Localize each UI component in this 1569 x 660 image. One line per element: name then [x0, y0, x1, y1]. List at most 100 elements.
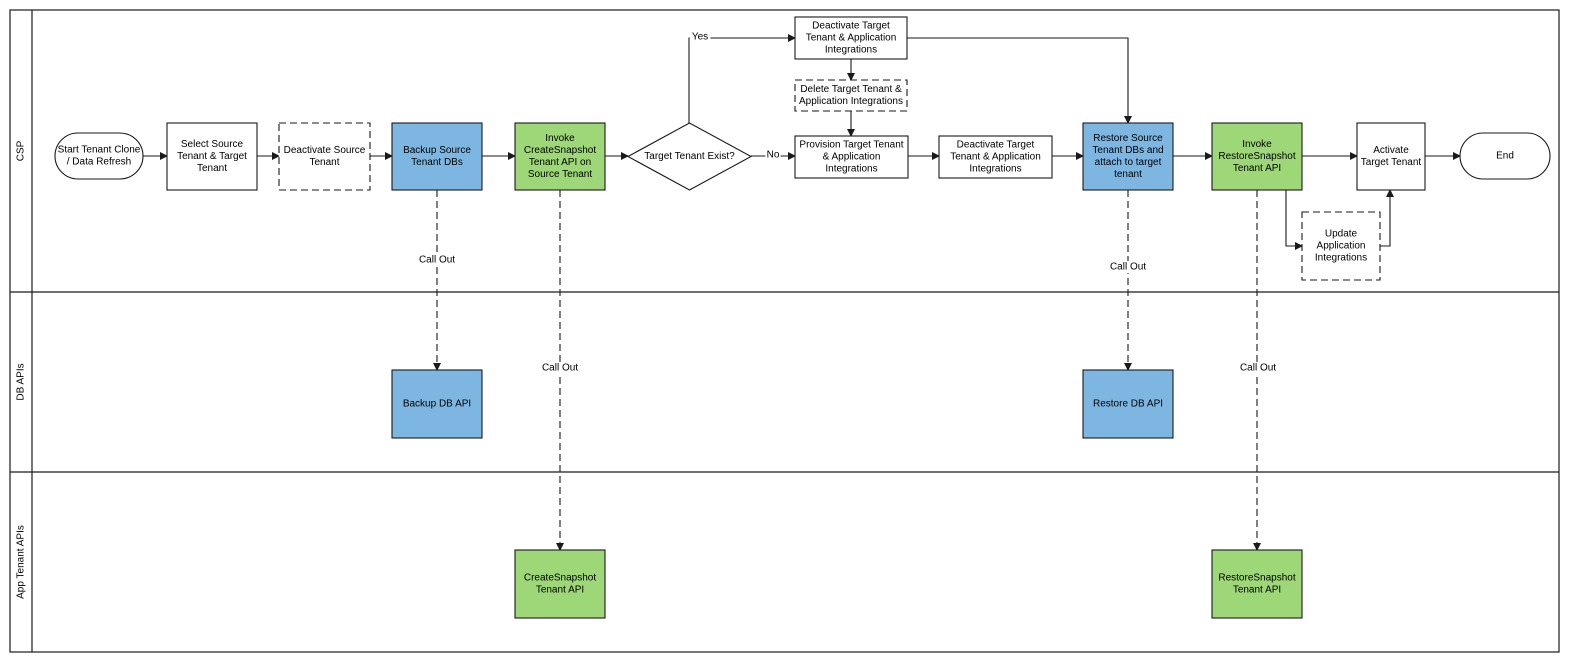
node-label-line: attach to target	[1095, 157, 1162, 168]
lane-label-db: DB APIs	[16, 363, 27, 400]
node-label-line: Integrations	[1315, 253, 1367, 264]
node-label-line: Restore Source	[1093, 133, 1163, 144]
decision-shape	[626, 122, 753, 191]
edge-label-call-out: Call Out	[1110, 262, 1146, 273]
edge-label-yes: Yes	[692, 32, 708, 43]
node-label-line: Tenant	[309, 157, 339, 168]
node-restore-db-api: Restore DB API	[1082, 369, 1174, 439]
node-label-line: Activate	[1373, 145, 1409, 156]
edge-label-bg	[1233, 362, 1283, 374]
process-shape	[938, 135, 1053, 179]
node-label-line: Backup Source	[403, 145, 471, 156]
node-label-line: Invoke	[1242, 139, 1272, 150]
node-label-line: / Data Refresh	[67, 157, 131, 168]
node-label-line: tenant	[1114, 169, 1142, 180]
node-label-line: Target Tenant	[1361, 157, 1422, 168]
process-shape	[391, 122, 483, 191]
edge-update-app-to-activate	[1380, 189, 1394, 247]
edge-label-bg	[765, 149, 781, 161]
edge-label-bg	[412, 254, 462, 266]
edge-decision-to-deact-tgt-top	[688, 34, 796, 123]
process-shape	[391, 369, 483, 439]
process-shape	[794, 135, 909, 179]
node-label-line: Tenant API	[1233, 163, 1281, 174]
node-label-line: Deactivate Target	[812, 21, 890, 32]
node-label-line: Deactivate Source	[284, 145, 366, 156]
process-shape	[514, 122, 606, 191]
process-shape	[1356, 122, 1426, 191]
node-decision: Target Tenant Exist?	[626, 122, 753, 191]
node-label-line: Restore DB API	[1093, 399, 1163, 410]
process-shape	[1082, 122, 1174, 191]
terminator-shape	[1459, 132, 1551, 180]
node-label-line: Application Integrations	[799, 96, 903, 107]
node-label-line: RestoreSnapshot	[1218, 573, 1295, 584]
edge-label-call-out: Call Out	[1240, 363, 1276, 374]
lane-label-app: App Tenant APIs	[16, 525, 27, 599]
edge-label-no: No	[767, 150, 780, 161]
node-label-line: Deactivate Target	[957, 140, 1035, 151]
node-label-line: End	[1496, 151, 1514, 162]
node-label-line: Delete Target Tenant &	[800, 84, 902, 95]
node-label-line: Tenant DBs	[411, 157, 463, 168]
node-label-line: Integrations	[825, 164, 877, 175]
process-shape	[278, 122, 371, 191]
node-label-line: Tenant API	[536, 585, 584, 596]
node-label-line: Target Tenant Exist?	[644, 151, 735, 162]
node-label-line: Tenant API on	[529, 157, 591, 168]
node-label-line: Invoke	[545, 133, 575, 144]
node-label-line: Integrations	[969, 164, 1021, 175]
node-label-line: Update	[1325, 229, 1358, 240]
node-backup-db-api: Backup DB API	[391, 369, 483, 439]
node-label-line: & Application	[823, 152, 881, 163]
process-shape	[1211, 122, 1303, 191]
lane-label-csp: CSP	[16, 140, 27, 161]
process-shape	[1211, 549, 1303, 619]
node-label-line: Provision Target Tenant	[799, 140, 903, 151]
node-label-line: Application	[1317, 241, 1366, 252]
node-end: End	[1459, 132, 1551, 180]
node-label-line: Tenant & Target	[177, 151, 247, 162]
node-label-line: Start Tenant Clone	[58, 145, 141, 156]
edge-label-bg	[1103, 261, 1153, 273]
diagram-border	[9, 9, 1560, 653]
node-label-line: Source Tenant	[528, 169, 593, 180]
node-delete-tgt: Delete Target Tenant &Application Integr…	[794, 79, 908, 112]
edge-label-call-out: Call Out	[419, 255, 455, 266]
edge-deact-tgt-top-to-restore-src	[907, 37, 1132, 124]
terminator-shape	[54, 132, 144, 180]
node-label-line: Tenant	[197, 163, 227, 174]
node-label-line: Select Source	[181, 139, 244, 150]
process-shape	[1301, 211, 1381, 281]
node-label-line: CreateSnapshot	[524, 573, 596, 584]
edge-invoke-restore-to-update-app	[1285, 190, 1303, 250]
node-label-line: Tenant & Application	[806, 33, 897, 44]
node-label-line: Tenant DBs and	[1092, 145, 1163, 156]
node-provision: Provision Target Tenant& ApplicationInte…	[794, 135, 909, 179]
node-label-line: Backup DB API	[403, 399, 471, 410]
node-label-line: Tenant API	[1233, 585, 1281, 596]
edge-label-bg	[689, 31, 711, 43]
process-shape	[794, 79, 908, 112]
process-shape	[514, 549, 606, 619]
node-label-line: CreateSnapshot	[524, 145, 596, 156]
node-label-line: RestoreSnapshot	[1218, 151, 1295, 162]
node-label-line: Tenant & Application	[950, 152, 1041, 163]
process-shape	[166, 122, 258, 191]
edge-label-call-out: Call Out	[542, 363, 578, 374]
process-shape	[1082, 369, 1174, 439]
process-shape	[794, 16, 908, 60]
